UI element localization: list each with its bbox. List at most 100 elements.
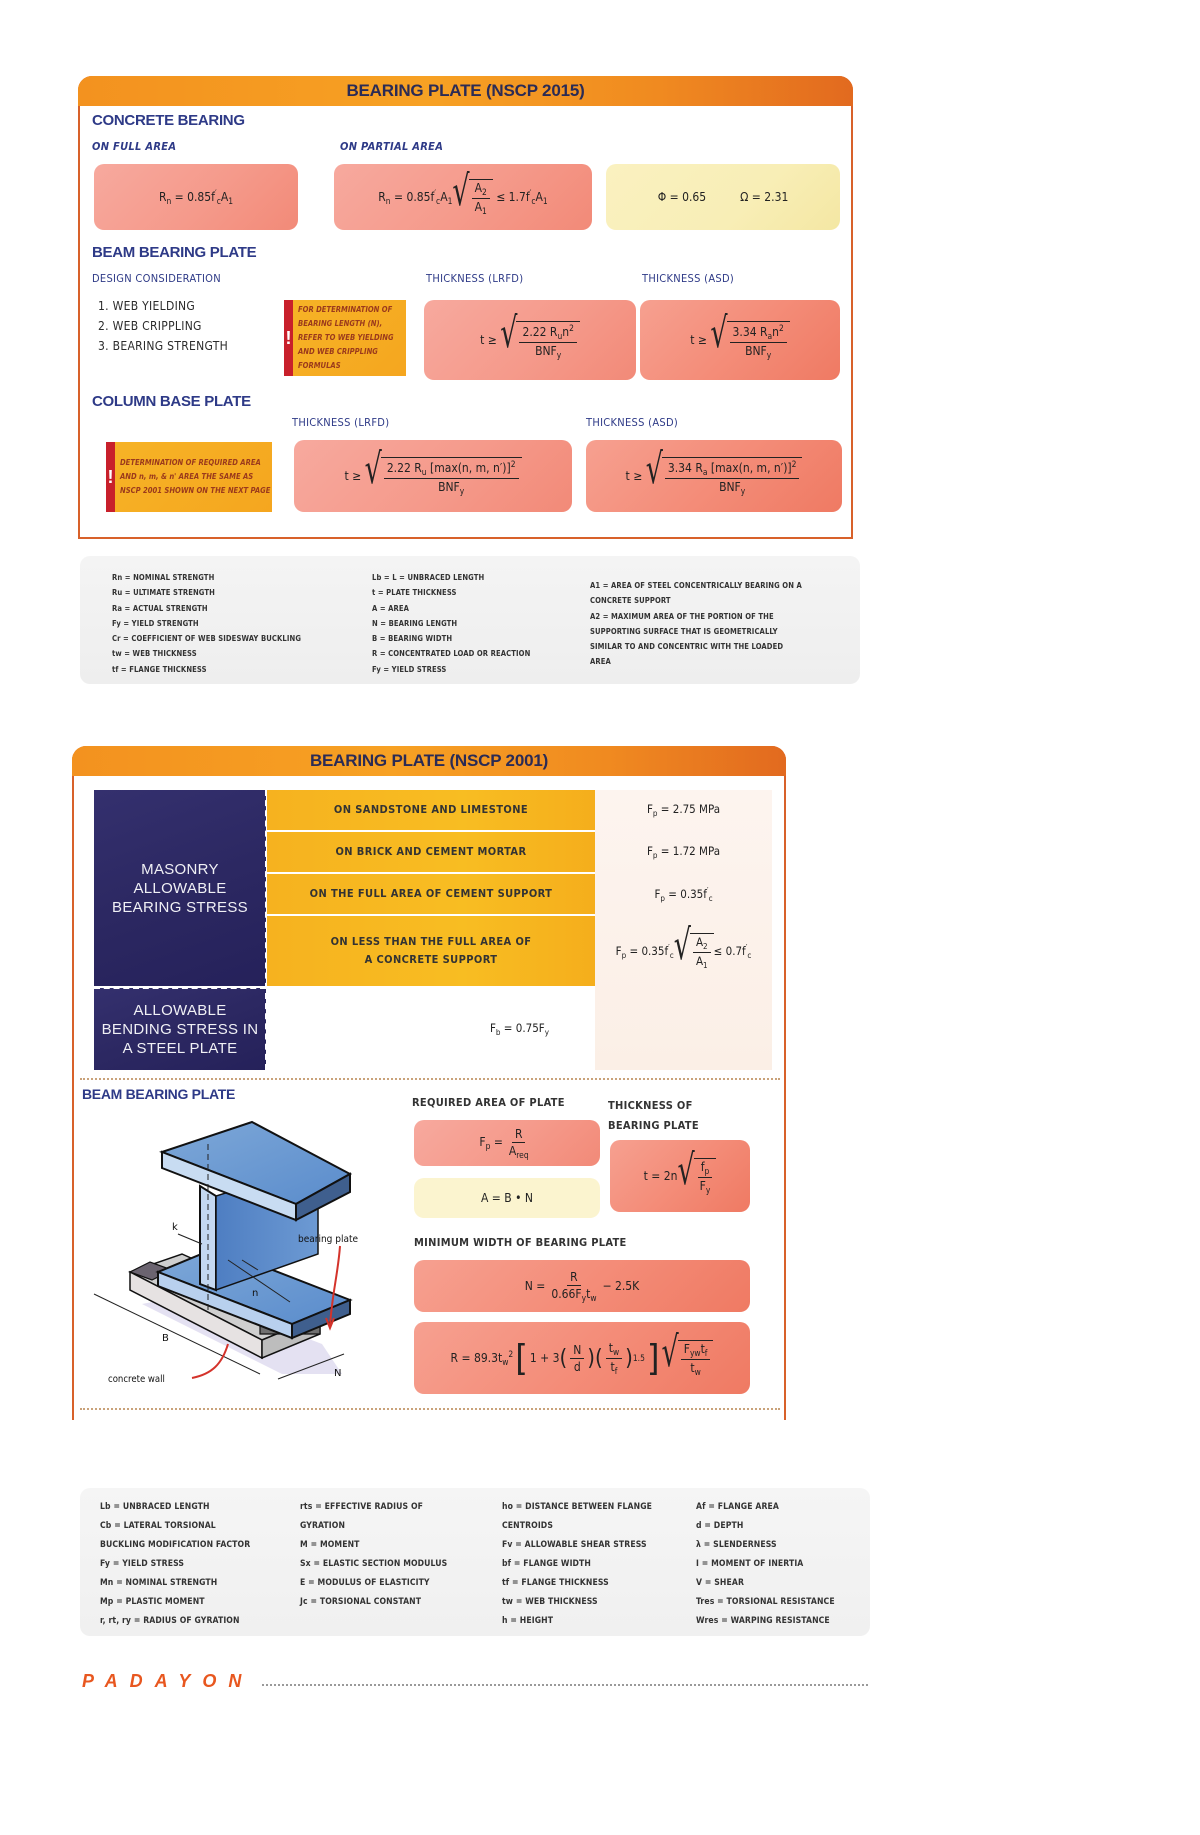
legend-item: SUPPORTING SURFACE THAT IS GEOMETRICALLY bbox=[590, 626, 778, 636]
note-bearing-length: ! FOR DETERMINATION OF BEARING LENGTH (N… bbox=[284, 300, 406, 376]
legend-item: r, rt, ry = RADIUS OF GYRATION bbox=[100, 1616, 240, 1626]
legend-item: Fv = ALLOWABLE SHEAR STRESS bbox=[502, 1540, 647, 1550]
diagram-label-k: k bbox=[172, 1222, 178, 1233]
divider bbox=[80, 1078, 780, 1080]
beam-bearing-plate-diagram: k n B N bearing plate concrete wall bbox=[93, 1120, 358, 1385]
legend-item: Fy = YIELD STRESS bbox=[100, 1559, 185, 1569]
panel-header: BEARING PLATE (NSCP 2001) bbox=[72, 746, 786, 776]
omega-value: Ω = 2.31 bbox=[740, 190, 789, 204]
list-item: 2. WEB CRIPPLING bbox=[98, 319, 202, 333]
legend-item: t = PLATE THICKNESS bbox=[372, 588, 457, 598]
legend-item: AREA bbox=[590, 657, 611, 667]
panel-title: BEARING PLATE (NSCP 2015) bbox=[346, 81, 585, 100]
label-required-area: REQUIRED AREA OF PLATE bbox=[412, 1096, 565, 1109]
label-thickness-asd: THICKNESS (ASD) bbox=[642, 272, 735, 285]
warning-icon: ! bbox=[107, 466, 114, 487]
footer-rule bbox=[262, 1684, 868, 1686]
legend-item: Mn = NOMINAL STRENGTH bbox=[100, 1578, 218, 1588]
masonry-condition-row: ON SANDSTONE AND LIMESTONE bbox=[267, 790, 595, 830]
diagram-label-N: N bbox=[334, 1368, 341, 1379]
list-item: 3. BEARING STRENGTH bbox=[98, 339, 229, 353]
bending-stress-value: Fb = 0.75Fy bbox=[489, 1021, 550, 1037]
panel-nscp-2015: BEARING PLATE (NSCP 2015) CONCRETE BEARI… bbox=[78, 76, 853, 539]
legend-item: λ = SLENDERNESS bbox=[696, 1540, 777, 1550]
legend-item: B = BEARING WIDTH bbox=[372, 634, 453, 644]
legend-column-3: A1 = AREA OF STEEL CONCENTRICALLY BEARIN… bbox=[590, 578, 802, 670]
divider bbox=[267, 872, 595, 874]
section-title-column-base-plate: COLUMN BASE PLATE bbox=[92, 393, 251, 410]
divider bbox=[265, 790, 267, 1070]
label-column-thickness-asd: THICKNESS (ASD) bbox=[586, 416, 679, 429]
legend-column-4: Af = FLANGE AREA d = DEPTH λ = SLENDERNE… bbox=[696, 1498, 835, 1631]
legend-item: Lb = UNBRACED LENGTH bbox=[100, 1502, 210, 1512]
divider bbox=[267, 914, 595, 916]
legend-column-1: Lb = UNBRACED LENGTH Cb = LATERAL TORSIO… bbox=[100, 1498, 250, 1631]
legend-column-2: Lb = L = UNBRACED LENGTH t = PLATE THICK… bbox=[372, 570, 530, 677]
section-title-beam-bearing-plate: BEAM BEARING PLATE bbox=[92, 244, 257, 261]
legend-item: Cr = COEFFICIENT OF WEB SIDESWAY BUCKLIN… bbox=[112, 634, 302, 644]
legend-item: Ru = ULTIMATE STRENGTH bbox=[112, 588, 215, 598]
panel-header: BEARING PLATE (NSCP 2015) bbox=[78, 76, 853, 106]
legend-2001: Lb = UNBRACED LENGTH Cb = LATERAL TORSIO… bbox=[80, 1488, 870, 1636]
legend-item: Jc = TORSIONAL CONSTANT bbox=[300, 1597, 422, 1607]
legend-item: V = SHEAR bbox=[696, 1578, 745, 1588]
list-item: 1. WEB YIELDING bbox=[98, 299, 196, 313]
legend-item: Wres = WARPING RESISTANCE bbox=[696, 1616, 830, 1626]
legend-item: Af = FLANGE AREA bbox=[696, 1502, 779, 1512]
legend-item: Fy = YIELD STRENGTH bbox=[112, 618, 199, 628]
panel-title: BEARING PLATE (NSCP 2001) bbox=[309, 751, 549, 770]
formula-full-area: Rn = 0.85f′cA1 bbox=[94, 164, 298, 230]
legend-item: A = AREA bbox=[372, 603, 410, 613]
legend-item: N = BEARING LENGTH bbox=[372, 618, 458, 628]
legend-item: CONCRETE SUPPORT bbox=[590, 596, 671, 606]
legend-item: tf = FLANGE THICKNESS bbox=[112, 664, 207, 674]
legend-item: Fy = YIELD STRESS bbox=[372, 664, 447, 674]
legend-item: SIMILAR TO AND CONCENTRIC WITH THE LOADE… bbox=[590, 642, 784, 652]
legend-item: Sx = ELASTIC SECTION MODULUS bbox=[300, 1559, 448, 1569]
section-title-beam-bearing-plate-2001: BEAM BEARING PLATE bbox=[82, 1086, 236, 1102]
phi-value: Φ = 0.65 bbox=[657, 190, 707, 204]
note-column-base: ! DETERMINATION OF REQUIRED AREA AND n, … bbox=[106, 442, 272, 512]
legend-item: Cb = LATERAL TORSIONAL bbox=[100, 1521, 216, 1531]
note-text: FOR DETERMINATION OF BEARING LENGTH (N),… bbox=[298, 305, 394, 370]
legend-item: bf = FLANGE WIDTH bbox=[502, 1559, 592, 1569]
label-column-thickness-lrfd: THICKNESS (LRFD) bbox=[292, 416, 390, 429]
legend-item: Lb = L = UNBRACED LENGTH bbox=[372, 573, 485, 582]
legend-item: BUCKLING MODIFICATION FACTOR bbox=[100, 1540, 251, 1550]
label-partial-area: ON PARTIAL AREA bbox=[340, 140, 444, 153]
legend-item: I = MOMENT OF INERTIA bbox=[696, 1559, 804, 1569]
formula-area: A = B • N bbox=[414, 1178, 600, 1218]
diagram-label-bearing-plate: bearing plate bbox=[298, 1234, 358, 1245]
legend-item: A2 = MAXIMUM AREA OF THE PORTION OF THE bbox=[590, 611, 774, 621]
label-thickness-lrfd: THICKNESS (LRFD) bbox=[426, 272, 524, 285]
masonry-value: Fp = 1.72 MPa bbox=[646, 844, 721, 860]
legend-item: rts = EFFECTIVE RADIUS OF bbox=[300, 1502, 424, 1512]
note-text: DETERMINATION OF REQUIRED AREA AND n, m,… bbox=[120, 458, 271, 495]
diagram-label-concrete-wall: concrete wall bbox=[108, 1374, 165, 1385]
label-thickness-bearing-plate: THICKNESS OF BEARING PLATE bbox=[608, 1099, 699, 1132]
legend-item: Ra = ACTUAL STRENGTH bbox=[112, 603, 208, 613]
legend-item: A1 = AREA OF STEEL CONCENTRICALLY BEARIN… bbox=[590, 581, 802, 590]
legend-item: tw = WEB THICKNESS bbox=[502, 1597, 598, 1607]
label-allowable-bending-stress: ALLOWABLE BENDING STRESS IN A STEEL PLAT… bbox=[94, 988, 266, 1070]
panel-nscp-2001: BEARING PLATE (NSCP 2001) MASONRY ALLOWA… bbox=[72, 746, 786, 1420]
masonry-values-background bbox=[595, 790, 772, 1070]
label-minimum-width: MINIMUM WIDTH OF BEARING PLATE bbox=[414, 1236, 627, 1249]
masonry-condition-row: ON LESS THAN THE FULL AREA OF A CONCRETE… bbox=[267, 916, 595, 986]
divider bbox=[267, 830, 595, 832]
label-design-consideration: DESIGN CONSIDERATION bbox=[92, 272, 221, 285]
label-full-area: ON FULL AREA bbox=[92, 140, 177, 153]
diagram-label-B: B bbox=[162, 1333, 169, 1344]
legend-item: Mp = PLASTIC MOMENT bbox=[100, 1597, 205, 1607]
legend-item: tw = WEB THICKNESS bbox=[112, 649, 197, 659]
masonry-value: Fp = 0.35f′c bbox=[654, 885, 713, 903]
legend-item: M = MOMENT bbox=[300, 1540, 360, 1550]
design-consideration-list: 1. WEB YIELDING 2. WEB CRIPPLING 3. BEAR… bbox=[98, 296, 228, 356]
resistance-factors: Φ = 0.65 Ω = 2.31 bbox=[606, 164, 840, 230]
